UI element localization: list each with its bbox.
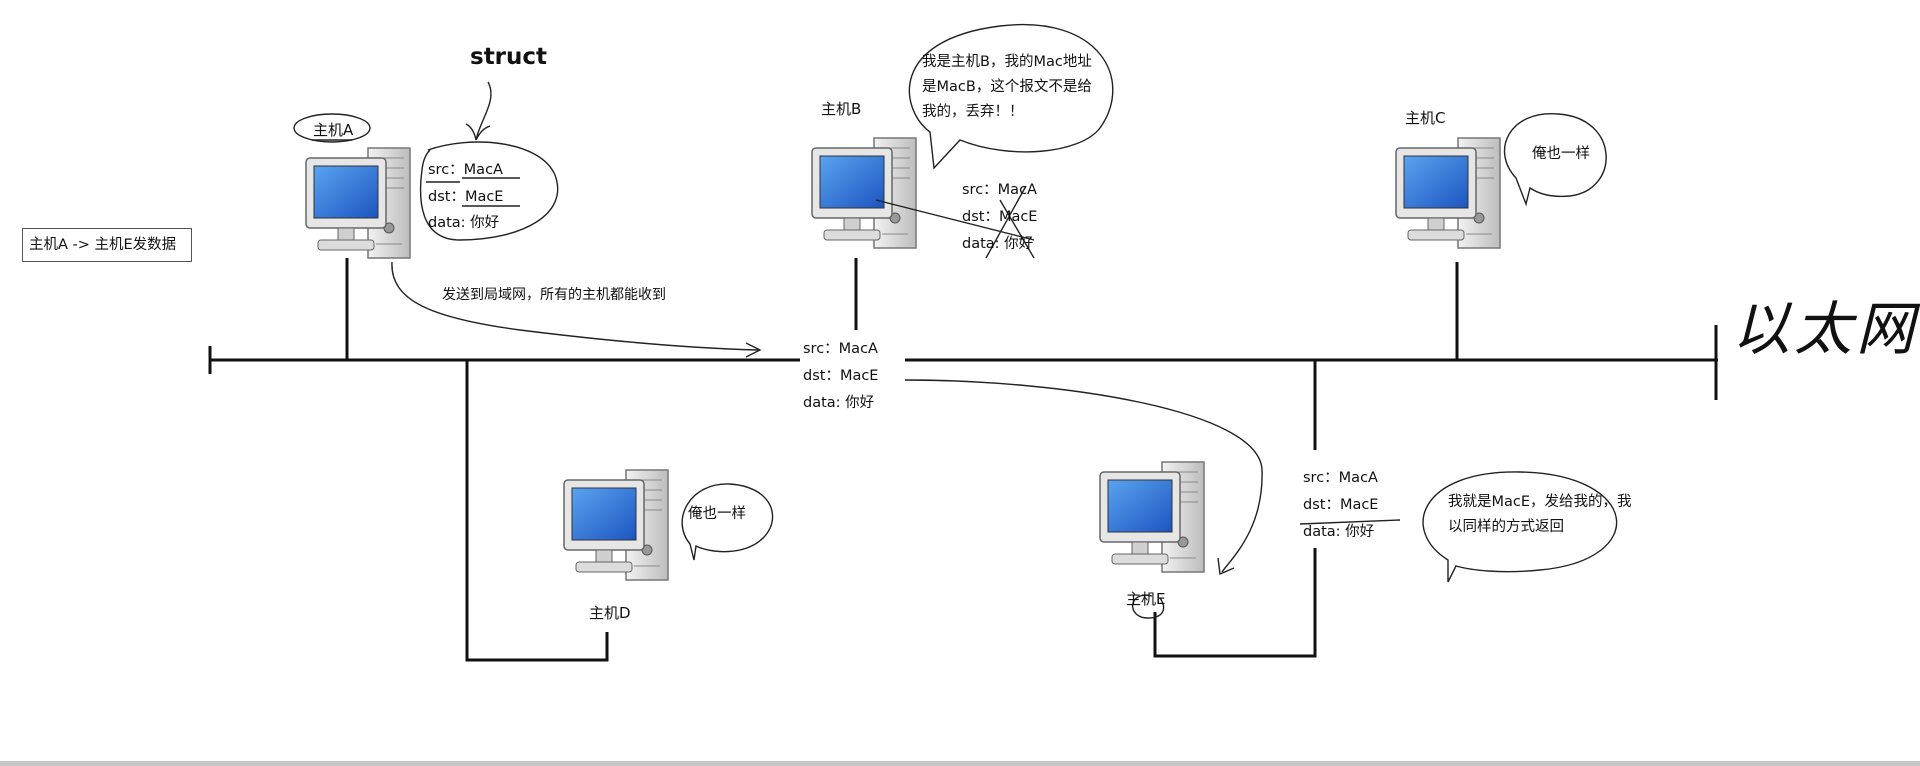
task-box: 主机A -> 主机E发数据 — [22, 228, 192, 262]
packet-e-src: src：MacA — [1303, 470, 1378, 486]
packet-b-data: data: 你好 — [962, 236, 1034, 252]
computer-icon-b — [811, 137, 917, 249]
packet-a-src: src：MacA — [428, 162, 503, 178]
bottom-bar — [0, 761, 1920, 766]
packet-bus-src: src：MacA — [803, 341, 878, 357]
packet-a-dst: dst：MacE — [428, 189, 504, 205]
packet-bus-data: data: 你好 — [803, 395, 875, 411]
packet-e-dst: dst：MacE — [1303, 497, 1379, 513]
packet-bus-dst: dst：MacE — [803, 368, 879, 384]
host-e-bubble-text: 我就是MacE，发给我的，我以同样的方式返回 — [1448, 494, 1632, 535]
host-e-label: 主机E — [1126, 590, 1166, 608]
broadcast-note: 发送到局域网，所有的主机都能收到 — [442, 287, 666, 303]
host-b-label: 主机B — [821, 100, 862, 118]
computer-icon-a — [305, 147, 411, 259]
computer-icon-c — [1395, 137, 1501, 249]
packet-b-src: src：MacA — [962, 182, 1037, 198]
host-c-bubble-text: 俺也一样 — [1532, 146, 1590, 162]
host-b-bubble-text: 我是主机B，我的Mac地址是MacB，这个报文不是给我的，丢弃！！ — [922, 54, 1092, 120]
task-label: 主机A -> 主机E发数据 — [29, 237, 177, 253]
host-a-label: 主机A — [313, 121, 354, 139]
packet-b-dst: dst：MacE — [962, 209, 1038, 225]
host-d-label: 主机D — [589, 604, 631, 622]
packet-a-data: data: 你好 — [428, 215, 500, 231]
packet-e-data: data: 你好 — [1303, 524, 1375, 540]
host-c-label: 主机C — [1405, 109, 1446, 127]
struct-label: struct — [470, 44, 548, 70]
ethernet-label: 以太网 — [1732, 295, 1919, 363]
host-d-bubble-text: 俺也一样 — [688, 506, 746, 522]
computer-icon-e — [1099, 461, 1205, 573]
computer-icon-d — [563, 469, 669, 581]
